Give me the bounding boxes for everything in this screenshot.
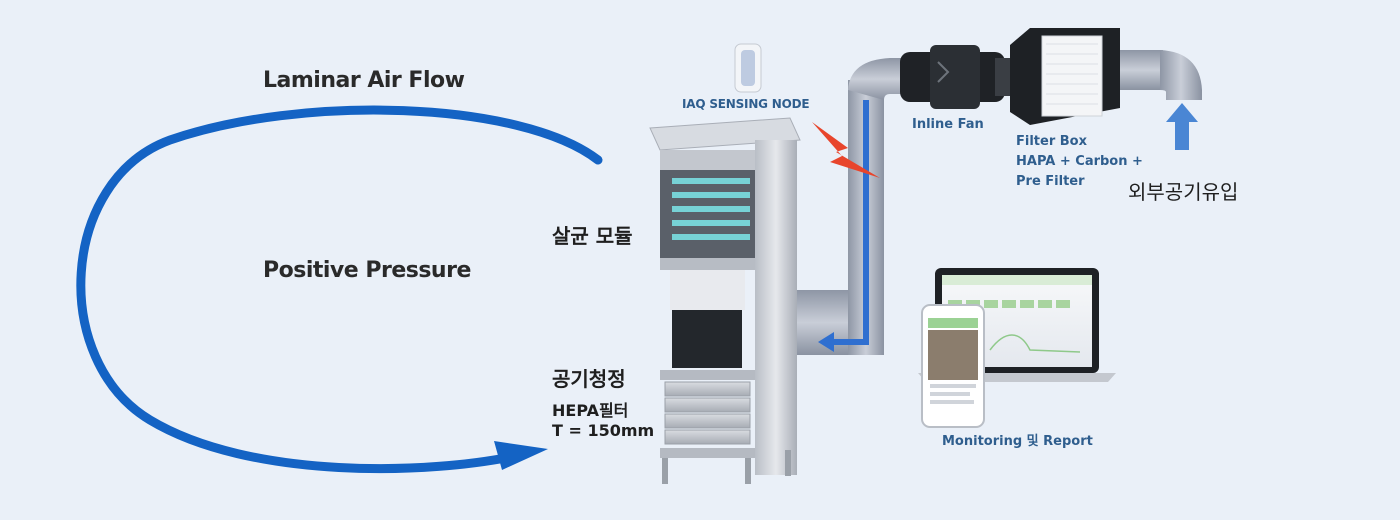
iaq-sensor <box>734 43 762 93</box>
iaq-sensing-node-label: IAQ SENSING NODE <box>682 97 810 111</box>
hepa-filter-label: HEPA필터 <box>552 401 629 420</box>
inflow-arrow <box>1166 103 1198 150</box>
monitoring-report-label: Monitoring 및 Report <box>942 434 1093 449</box>
phone <box>921 304 985 428</box>
signal-bolt-icon <box>812 122 880 178</box>
laminar-flow-arrow <box>76 105 603 474</box>
filter-thickness-label: T = 150mm <box>552 421 655 440</box>
inline-fan-label: Inline Fan <box>912 117 984 132</box>
filter-box <box>1010 28 1120 125</box>
inline-fan <box>900 45 1017 109</box>
sterilization-module-label: 살균 모듈 <box>552 224 633 248</box>
outside-air-inflow-label: 외부공기유입 <box>1128 180 1239 204</box>
air-purification-label: 공기청정 <box>552 367 626 391</box>
duct-flow-arrow <box>818 100 869 352</box>
positive-pressure-label: Positive Pressure <box>263 258 471 283</box>
filter-box-label: Filter Box <box>1016 134 1087 149</box>
pre-filter-label: Pre Filter <box>1016 174 1085 189</box>
laminar-air-flow-label: Laminar Air Flow <box>263 68 465 93</box>
filter-types-label: HAPA + Carbon + <box>1016 154 1143 169</box>
purifier-unit <box>649 117 801 484</box>
